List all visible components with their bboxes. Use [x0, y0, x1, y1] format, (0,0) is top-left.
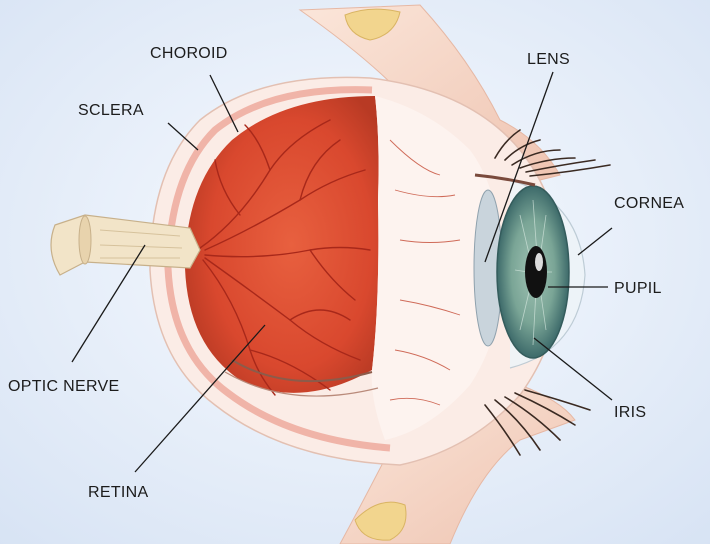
pupil-shape	[525, 246, 547, 298]
retina-layers	[231, 359, 373, 383]
lens-leader	[484, 71, 554, 263]
lower-eyelashes	[484, 389, 591, 456]
retinal-vessels	[199, 119, 371, 396]
label-pupil: PUPIL	[614, 280, 662, 297]
label-retina: RETINA	[88, 484, 148, 501]
upper-eyelashes	[494, 129, 611, 177]
label-iris: IRIS	[614, 404, 646, 421]
label-lens: LENS	[527, 51, 570, 68]
retina-leader	[134, 324, 266, 473]
cornea-leader	[577, 227, 613, 256]
retina-area	[185, 96, 379, 393]
label-sclera: SCLERA	[78, 102, 144, 119]
label-choroid: CHOROID	[150, 45, 228, 62]
iris-leader	[533, 337, 613, 401]
anterior-globe	[371, 96, 505, 440]
pupil-highlight	[535, 253, 543, 271]
optic-nerve-shape	[50, 214, 201, 276]
sclera-leader	[167, 122, 199, 151]
upper-lid-margin	[474, 173, 536, 187]
label-cornea: CORNEA	[614, 195, 684, 212]
optic-nerve-leader	[71, 244, 146, 363]
leader-lines	[71, 71, 613, 473]
label-optic-nerve: OPTIC NERVE	[8, 378, 119, 395]
choroid-leader	[209, 74, 239, 133]
choroid-band	[164, 86, 391, 452]
lower-fat-pad	[354, 501, 407, 541]
retina-layer-line	[224, 371, 379, 397]
upper-fat-pad	[344, 8, 401, 41]
ciliary-vessels	[389, 139, 461, 406]
